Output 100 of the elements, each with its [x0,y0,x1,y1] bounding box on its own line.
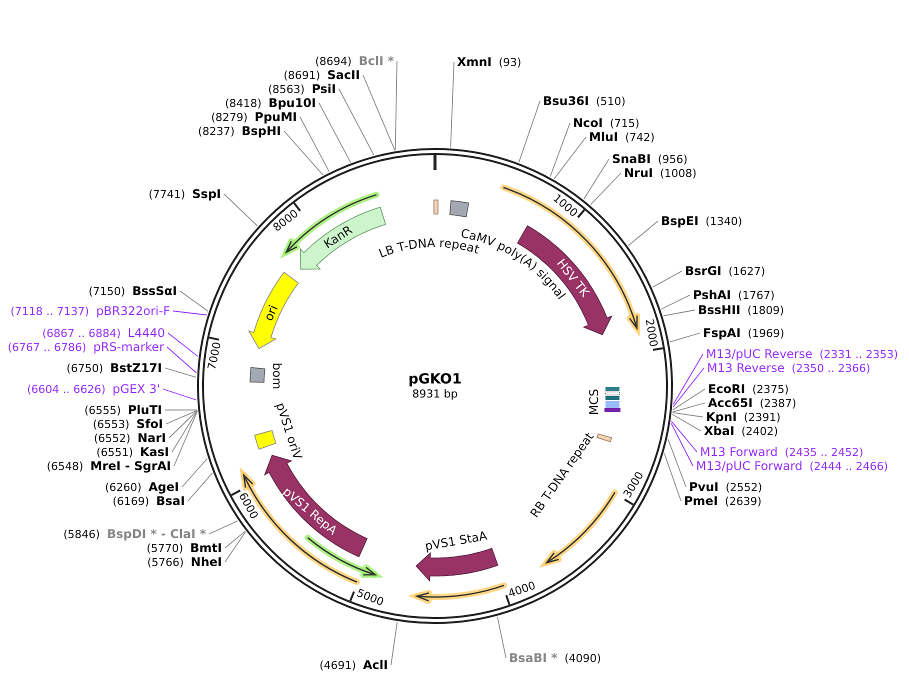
leader-line [166,346,197,374]
enzyme-name: BssHII [698,303,740,317]
enzyme-name: KasI [140,445,169,459]
enzyme-name: EcoRI [708,382,746,396]
primer-name: L4440 [128,326,165,340]
primer-name: M13/pUC Reverse [706,347,812,361]
leader-line [672,368,704,408]
enzyme-name: AclI [363,658,388,672]
leader-line [518,100,540,163]
leader-line [496,616,506,658]
enzyme-name: Bsu36I [543,94,589,108]
leader-line [583,158,610,200]
feature-label: ori [260,302,280,323]
site-position: (2375) [752,383,789,396]
feature-label: MCS [587,388,602,416]
enzyme-name: SfoI [136,417,163,431]
leader-line [224,530,246,548]
feature-label: pVS1 StaA [424,528,488,553]
site-position: (715) [610,117,640,130]
leader-line [672,412,704,418]
enzyme-name: XmnI [457,55,492,69]
site-position: (2391) [744,411,780,424]
site-position: (6750) [66,362,104,375]
tick-label: 5000 [354,587,385,609]
plasmid-name: pGKO1 [408,372,462,388]
enzyme-name: BclI * [358,54,394,68]
enzyme-name: Acc65I [708,396,753,410]
primer-name: M13 Forward [700,445,778,459]
site-position: (8691) [284,69,320,82]
enzyme-name: BssSαI [132,284,177,298]
site-position: (742) [625,131,655,144]
site-position: (6555) [84,404,121,417]
site-position: (7741) [148,188,186,201]
enzyme-name: FspAI [703,326,741,340]
leader-line [208,520,238,534]
site-position: (8237) [198,125,235,138]
leader-line [224,531,246,562]
leader-line [390,622,398,666]
enzyme-name: PvuI [689,480,719,494]
site-position: (8563) [268,83,305,96]
leader-line [168,410,198,438]
site-position: (6604 .. 6626) [26,383,106,396]
leader-line [668,438,686,488]
enzyme-name: PsiI [312,82,336,96]
enzyme-name: BmtI [190,541,222,555]
site-position: (7118 .. 7137) [10,305,90,318]
leader-line [164,368,197,378]
leader-line [172,310,208,316]
site-position: (1969) [748,327,784,340]
enzyme-name: KpnI [706,410,737,424]
enzyme-name: PpuMI [254,110,297,124]
enzyme-name: BsaBI * [509,651,558,665]
site-position: (6767 .. 6786) [8,341,86,354]
enzyme-name: BstZ17I [110,361,162,375]
leader-line [180,290,208,312]
site-position: (2387) [760,397,796,410]
enzyme-name: NcoI [573,116,603,130]
leader-line [590,172,622,206]
enzyme-name: NheI [190,555,222,569]
enzyme-name: NruI [624,166,653,180]
site-position: (2350 .. 2366) [792,362,870,375]
site-position: (5766) [147,556,184,569]
leader-line [554,136,586,180]
site-position: (8418) [224,97,262,110]
site-position: (6551) [96,446,133,459]
leader-line [318,102,352,163]
site-position: (6552) [94,432,130,445]
site-position: (2402) [741,425,778,438]
leader-line [670,422,694,466]
site-position: (6548) [46,460,84,473]
site-position: (4691) [319,659,356,672]
site-position: (5770) [146,542,184,555]
leader-line [670,420,698,452]
site-position: (510) [596,95,626,108]
enzyme-name: BspDI * - ClaI * [106,527,206,541]
enzyme-name: NarI [137,431,166,445]
site-position: (6260) [104,481,142,494]
site-position: (93) [498,56,522,69]
enzyme-name: SnaBI [612,152,651,166]
feature-label: pVS1 oriV [273,401,305,462]
leader-line [338,88,374,156]
leader-line [669,332,700,342]
enzyme-name: PluTI [128,403,162,417]
enzyme-name: XbaI [704,424,734,438]
leader-line [284,130,324,176]
leader-line [672,402,706,412]
leader-line [362,74,396,151]
site-position: (2444 .. 2466) [810,460,888,473]
leader-line [162,388,197,400]
enzyme-name: SacII [327,68,360,82]
leader-line [168,332,198,357]
enzyme-name: PmeI [684,494,718,508]
site-position: (8279) [211,111,248,124]
tick-label: 7000 [206,341,224,372]
site-position: (6867 .. 6884) [42,327,121,340]
site-position: (2552) [726,481,762,494]
leader-line [672,414,702,432]
site-position: (956) [658,153,688,166]
leader-line [300,116,330,172]
site-position: (1627) [728,265,766,278]
